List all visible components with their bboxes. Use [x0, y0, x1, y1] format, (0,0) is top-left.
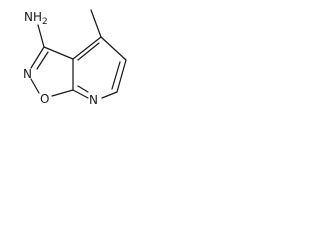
bond-n7-c7a-double — [77, 85, 89, 93]
bond-n7-c7a — [72, 89, 89, 99]
bond-c3-c3a — [43, 46, 74, 60]
ring-oxygen-label: O — [40, 92, 49, 106]
bond-c7a-o — [51, 89, 74, 97]
bond-o-n — [30, 78, 40, 94]
bond-c5-c6-double — [111, 61, 121, 90]
structure-canvas: NH2 N O N — [0, 0, 145, 131]
bond-n-c3 — [30, 46, 45, 69]
bond-c4-c3a-double — [77, 42, 100, 61]
bond-c4-c5 — [100, 36, 127, 61]
bond-c6-n7 — [101, 91, 118, 99]
bonds — [30, 9, 127, 99]
bond-c3-nh2 — [37, 24, 45, 48]
atom-labels: NH2 N O N — [23, 10, 98, 107]
bond-c4-c3a — [72, 36, 102, 60]
isoxazolopyridine-structure: NH2 N O N — [23, 9, 127, 107]
amine-label: NH2 — [24, 10, 48, 27]
bond-c5-c6 — [116, 59, 127, 93]
isoxazole-nitrogen-label: N — [23, 67, 32, 81]
pyridine-nitrogen-label: N — [89, 93, 98, 107]
bond-n-c3-double — [36, 51, 49, 70]
methyl-bond — [90, 9, 102, 38]
